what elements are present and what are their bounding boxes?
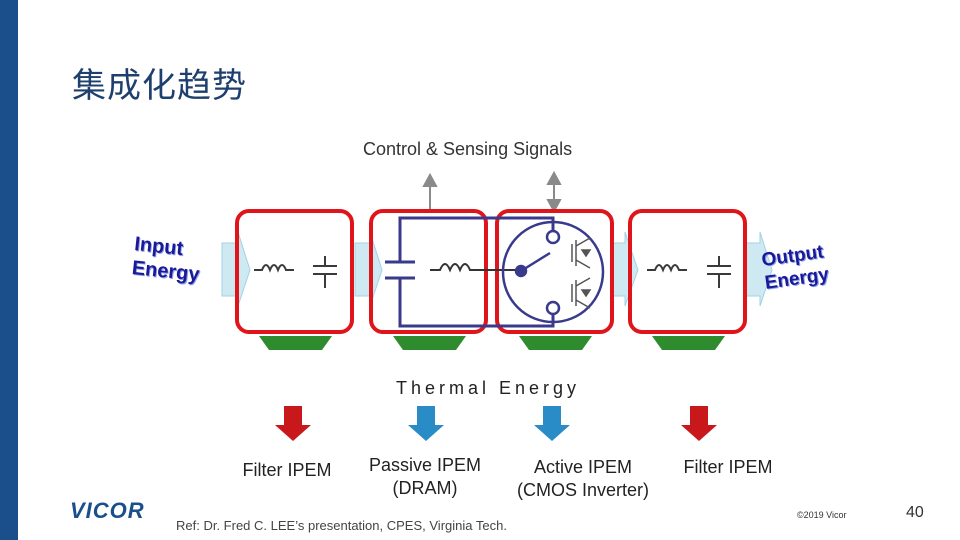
input-energy-label: Input Energy — [131, 232, 214, 288]
passive-circuit — [385, 216, 555, 328]
control-arrows — [422, 170, 562, 214]
module-label-active: Active IPEM (CMOS Inverter) — [516, 457, 649, 500]
active-ipem-box — [495, 209, 614, 334]
thermal-energy-label: Thermal Energy — [396, 378, 581, 398]
right-filter-circuit — [647, 256, 731, 288]
page-number: 40 — [906, 504, 924, 521]
left-accent-bar — [0, 0, 18, 540]
module-label-filter-right: Filter IPEM — [683, 457, 773, 477]
filter-ipem-box-right — [628, 209, 747, 334]
filter-ipem-box-left — [235, 209, 354, 334]
energy-flow-band — [221, 231, 773, 307]
module-label-filter-left: Filter IPEM — [242, 460, 332, 480]
left-filter-circuit — [254, 256, 337, 288]
heat-plates — [259, 336, 725, 350]
passive-ipem-box — [369, 209, 488, 334]
slide-title: 集成化趋势 — [72, 66, 247, 106]
module-label-passive: Passive IPEM (DRAM) — [368, 455, 482, 498]
control-signals-label: Control & Sensing Signals — [363, 139, 573, 159]
transistor-icons — [571, 237, 592, 309]
reference-text: Ref: Dr. Fred C. LEE’s presentation, CPE… — [176, 518, 507, 533]
vicor-logo: VICOR — [70, 498, 145, 523]
module-boxes — [235, 209, 747, 334]
copyright-text: ©2019 Vicor — [797, 510, 847, 520]
active-switch-circuit — [501, 220, 605, 324]
thermal-arrows — [275, 406, 717, 441]
